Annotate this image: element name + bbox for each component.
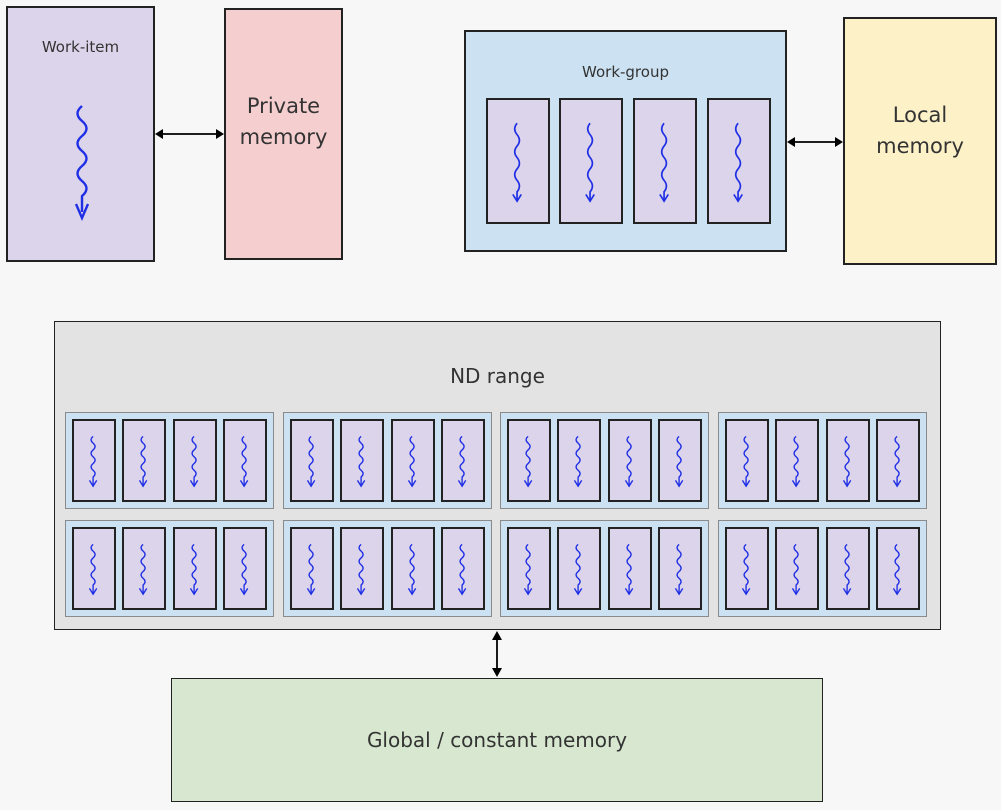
nd-work-group [500,520,709,617]
nd-work-item [72,527,116,610]
nd-work-item [290,419,334,502]
thread-arrow-icon [239,543,249,596]
thread-arrow-icon [74,105,90,222]
local-link-arrow-icon [787,137,843,147]
nd-work-item [173,419,217,502]
nd-work-item [826,527,870,610]
work-group-item [633,98,697,224]
thread-arrow-icon [791,543,801,596]
nd-work-item [826,419,870,502]
thread-arrow-icon [189,543,199,596]
local-memory-box: Local memory [843,17,997,265]
thread-arrow-icon [892,435,902,488]
thread-arrow-icon [356,435,366,488]
thread-arrow-icon [523,435,533,488]
nd-work-item [507,527,551,610]
local-memory-label: Local memory [876,103,964,158]
nd-work-item [775,419,819,502]
thread-arrow-icon [842,435,852,488]
thread-arrow-icon [138,543,148,596]
private-memory-label: Private memory [239,93,328,149]
thread-arrow-icon [842,543,852,596]
thread-arrow-icon [892,543,902,596]
thread-arrow-icon [573,543,583,596]
work-item-box: Work-item [6,6,155,262]
thread-arrow-icon [791,435,801,488]
nd-work-item [340,419,384,502]
thread-arrow-icon [306,543,316,596]
thread-arrow-icon [741,435,751,488]
nd-work-item [173,527,217,610]
thread-arrow-icon [407,543,417,596]
nd-work-item [223,419,267,502]
thread-arrow-icon [306,435,316,488]
nd-work-item [340,527,384,610]
global-link-arrow-icon [492,631,502,677]
work-group-label: Work-group [582,63,669,81]
nd-work-item [658,527,702,610]
nd-work-item [122,419,166,502]
global-memory-box: Global / constant memory [171,678,823,802]
thread-arrow-icon [674,435,684,488]
nd-work-group [718,520,927,617]
nd-work-item [557,419,601,502]
nd-work-group [718,412,927,509]
nd-work-group [283,412,492,509]
work-group-item [486,98,550,224]
nd-work-item [876,419,920,502]
private-memory-box: Private memory [224,8,343,260]
thread-arrow-icon [88,543,98,596]
thread-arrow-icon [239,435,249,488]
thread-arrow-icon [407,435,417,488]
nd-work-group [65,520,274,617]
nd-work-item [441,527,485,610]
thread-arrow-icon [674,543,684,596]
nd-work-item [725,527,769,610]
nd-work-item [441,419,485,502]
nd-work-item [775,527,819,610]
thread-arrow-icon [573,435,583,488]
nd-work-item [507,419,551,502]
thread-arrow-icon [457,543,467,596]
nd-work-group [283,520,492,617]
work-group-item [707,98,771,224]
nd-work-item [391,419,435,502]
work-item-label: Work-item [41,38,120,56]
nd-work-item [608,527,652,610]
nd-work-item [876,527,920,610]
private-link-arrow-icon [155,129,224,139]
nd-work-item [290,527,334,610]
global-memory-label: Global / constant memory [366,727,628,752]
nd-work-item [223,527,267,610]
thread-arrow-icon [356,543,366,596]
work-group-box: Work-group [464,30,787,252]
thread-arrow-icon [624,543,634,596]
nd-work-item [608,419,652,502]
nd-work-item [391,527,435,610]
nd-work-item [72,419,116,502]
thread-arrow-icon [138,435,148,488]
nd-range-box: ND range [54,321,941,630]
nd-work-item [122,527,166,610]
work-group-item [559,98,623,224]
thread-arrow-icon [585,122,595,203]
thread-arrow-icon [512,122,522,203]
thread-arrow-icon [88,435,98,488]
thread-arrow-icon [189,435,199,488]
nd-work-item [725,419,769,502]
thread-arrow-icon [659,122,669,203]
thread-arrow-icon [523,543,533,596]
thread-arrow-icon [624,435,634,488]
thread-arrow-icon [457,435,467,488]
nd-work-item [658,419,702,502]
nd-work-group [500,412,709,509]
nd-work-group [65,412,274,509]
thread-arrow-icon [741,543,751,596]
nd-work-item [557,527,601,610]
thread-arrow-icon [733,122,743,203]
nd-range-label: ND range [450,364,545,388]
